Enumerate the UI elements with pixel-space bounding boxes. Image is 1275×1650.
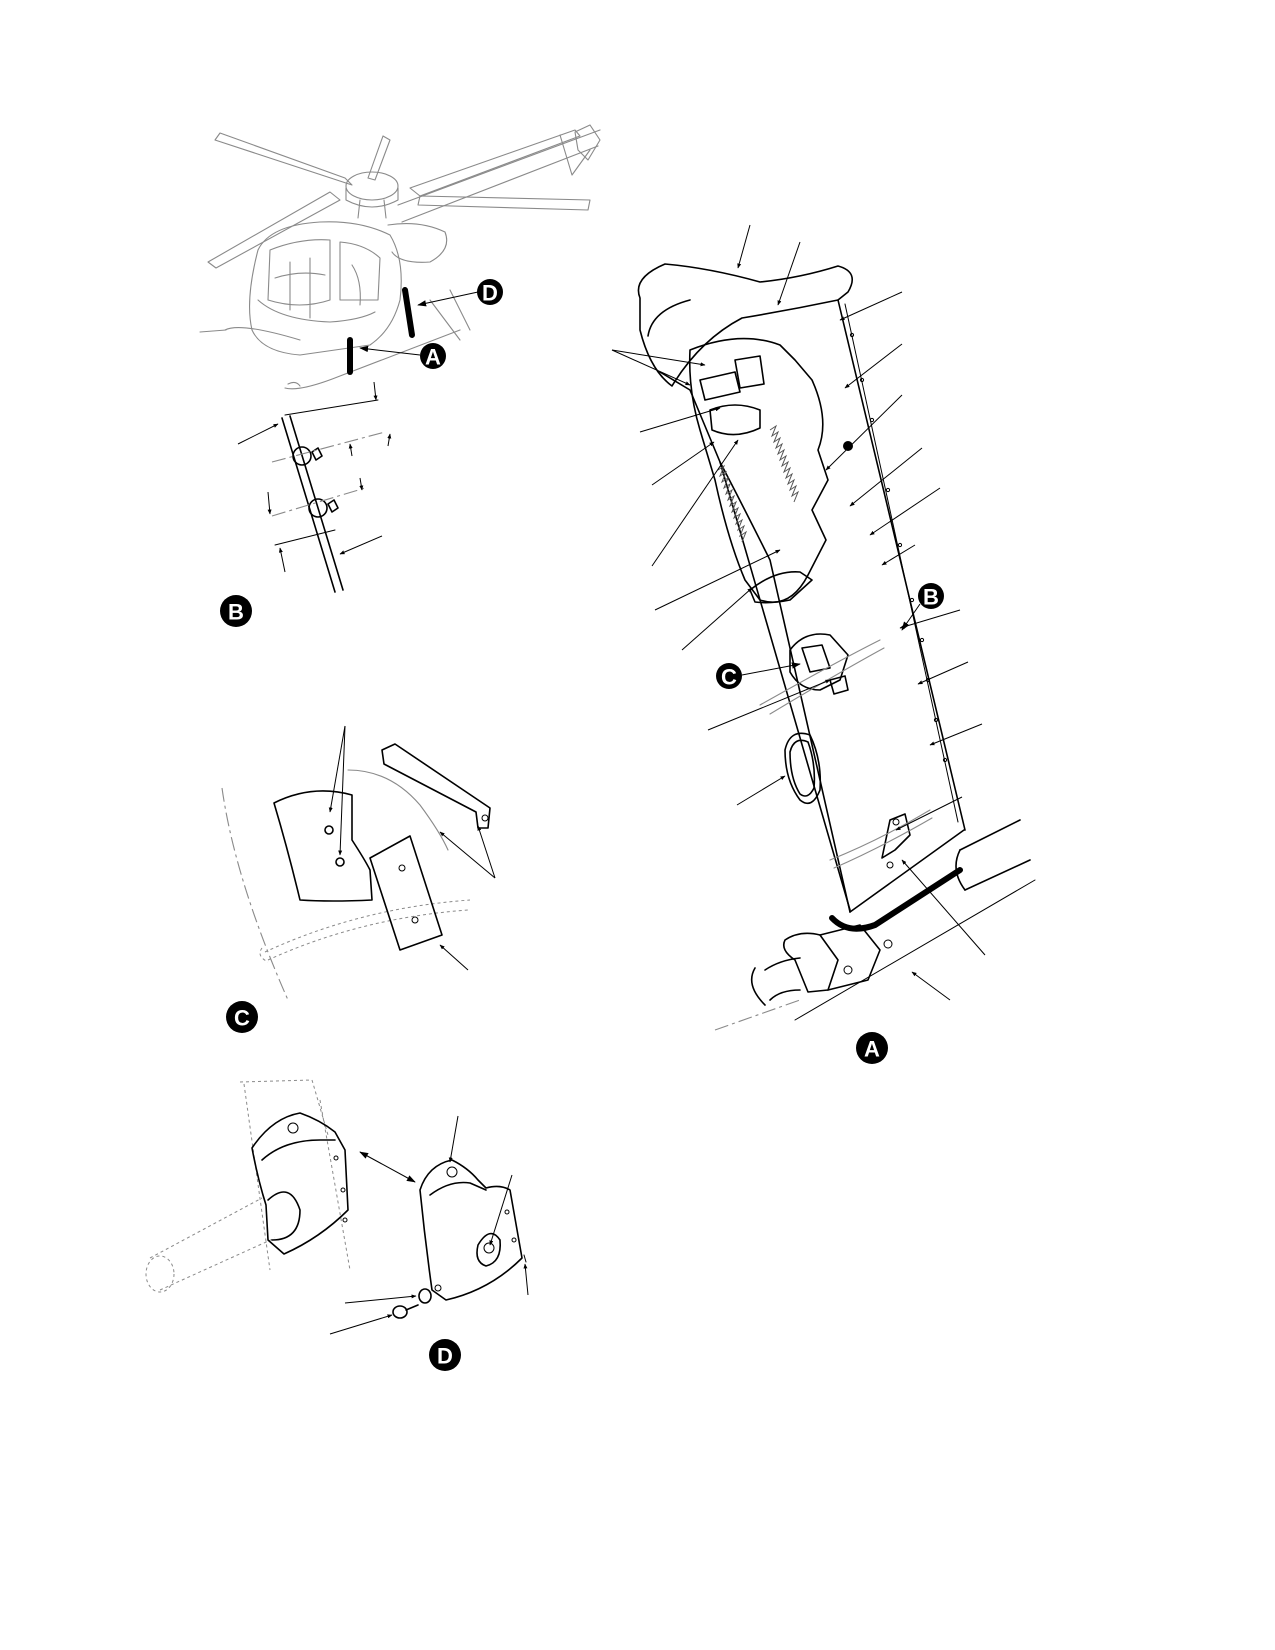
callout-badge-d: D (477, 279, 503, 306)
helicopter-overview (199, 124, 601, 390)
view-d-label-text: D (437, 1344, 453, 1369)
callout-badge-b: B (918, 583, 944, 610)
callout-badge-c-label: C (721, 665, 737, 690)
view-c-detail (221, 725, 496, 1001)
view-a-label-text: A (864, 1037, 880, 1062)
callout-badge-b-label: B (923, 585, 939, 610)
callout-badge-a: A (420, 343, 446, 370)
aft-strut-fairing-highlight (402, 287, 415, 338)
view-b-detail (237, 381, 392, 593)
view-a-label: A (856, 1032, 888, 1064)
reference-dot (843, 441, 853, 451)
rivet-row (849, 332, 948, 763)
view-a-detail (611, 224, 1036, 1031)
view-b-label-text: B (228, 600, 244, 625)
callout-badge-c: C (716, 663, 742, 690)
callout-badge-a-label: A (425, 345, 441, 370)
view-b-label: B (220, 595, 252, 627)
callout-badge-d-label: D (482, 281, 498, 306)
view-d-label: D (429, 1339, 461, 1371)
view-c-label: C (226, 1001, 258, 1033)
view-d-detail (145, 1079, 529, 1335)
view-c-label-text: C (234, 1006, 250, 1031)
